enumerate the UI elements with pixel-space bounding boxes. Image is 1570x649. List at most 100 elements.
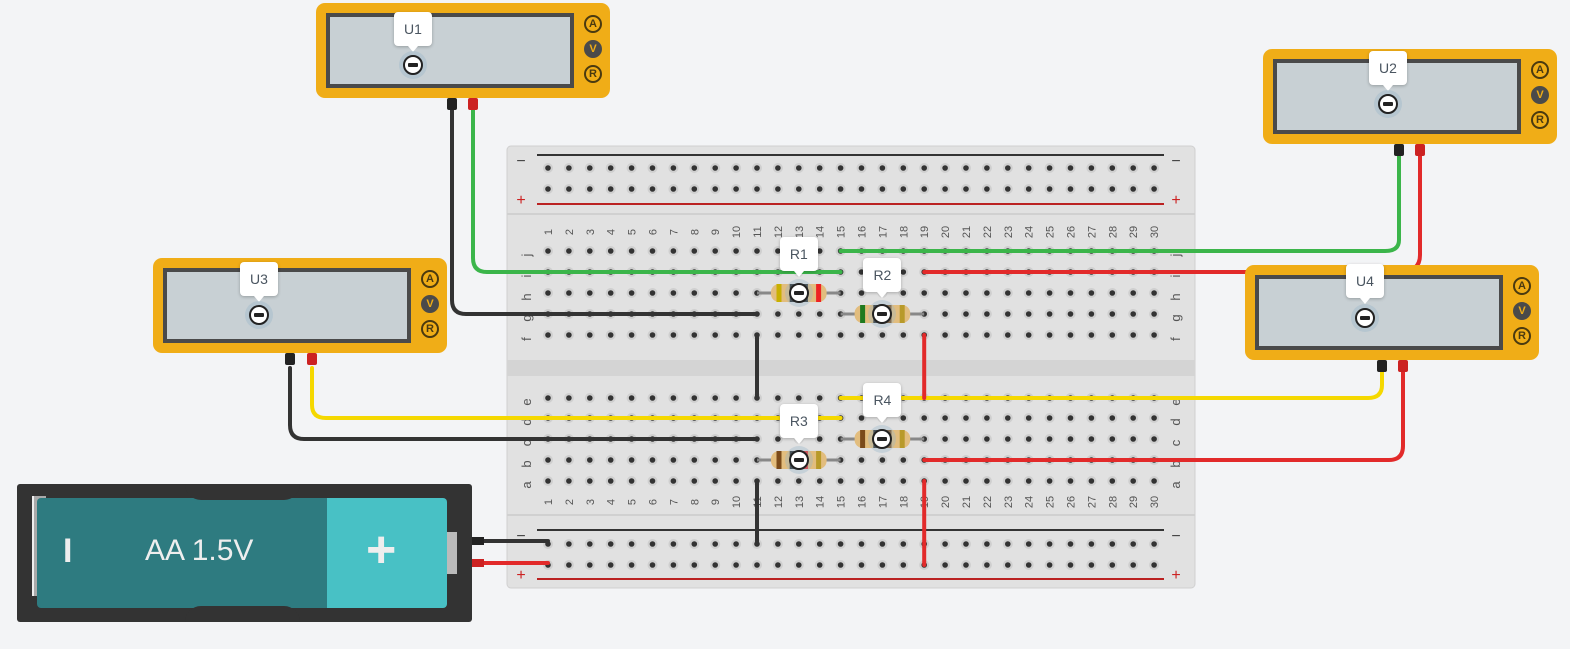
hole-center[interactable]: [545, 478, 551, 484]
hole-center[interactable]: [545, 395, 551, 401]
hole-center[interactable]: [587, 457, 593, 463]
hole-center[interactable]: [837, 186, 844, 192]
hole-center[interactable]: [1088, 290, 1095, 296]
hole-center[interactable]: [649, 478, 656, 484]
battery-holder[interactable]: I AA 1.5V +: [17, 484, 472, 622]
resistor-r4-knob-icon[interactable]: [872, 429, 893, 449]
hole-center[interactable]: [670, 186, 677, 192]
hole-center[interactable]: [712, 541, 718, 547]
hole-center[interactable]: [921, 165, 927, 171]
hole-center[interactable]: [649, 457, 656, 463]
hole-center[interactable]: [1109, 311, 1116, 317]
hole-center[interactable]: [628, 186, 635, 192]
hole-center[interactable]: [1109, 332, 1116, 338]
hole-center[interactable]: [816, 186, 823, 192]
hole-center[interactable]: [587, 332, 593, 338]
hole-center[interactable]: [691, 457, 698, 463]
hole-center[interactable]: [1067, 332, 1074, 338]
ohmmeter-mode-button[interactable]: R: [1531, 111, 1549, 129]
hole-center[interactable]: [858, 478, 865, 484]
hole-center[interactable]: [566, 248, 572, 254]
hole-center[interactable]: [1151, 311, 1157, 317]
hole-center[interactable]: [984, 415, 990, 421]
hole-center[interactable]: [1130, 311, 1136, 317]
hole-center[interactable]: [858, 457, 865, 463]
hole-center[interactable]: [607, 248, 614, 254]
hole-center[interactable]: [1046, 541, 1053, 547]
hole-center[interactable]: [1046, 436, 1053, 442]
hole-center[interactable]: [649, 541, 656, 547]
ohmmeter-mode-button[interactable]: R: [584, 65, 602, 83]
hole-center[interactable]: [566, 562, 572, 568]
hole-center[interactable]: [1151, 165, 1157, 171]
hole-center[interactable]: [607, 395, 614, 401]
hole-center[interactable]: [1088, 415, 1095, 421]
hole-center[interactable]: [963, 562, 969, 568]
multimeter-u3[interactable]: A V R: [153, 258, 447, 353]
hole-center[interactable]: [1151, 415, 1157, 421]
hole-center[interactable]: [712, 248, 718, 254]
hole-center[interactable]: [1109, 478, 1116, 484]
hole-center[interactable]: [775, 311, 781, 317]
voltmeter-mode-button[interactable]: V: [1513, 302, 1531, 320]
resistor-r2-knob-icon[interactable]: [872, 304, 893, 324]
hole-center[interactable]: [607, 457, 614, 463]
hole-center[interactable]: [712, 562, 718, 568]
hole-center[interactable]: [607, 186, 614, 192]
hole-center[interactable]: [587, 248, 593, 254]
hole-center[interactable]: [1151, 290, 1157, 296]
hole-center[interactable]: [1025, 332, 1032, 338]
hole-center[interactable]: [712, 290, 718, 296]
hole-center[interactable]: [900, 541, 907, 547]
hole-center[interactable]: [1046, 332, 1053, 338]
hole-center[interactable]: [900, 457, 907, 463]
hole-center[interactable]: [607, 332, 614, 338]
hole-center[interactable]: [1067, 165, 1074, 171]
hole-center[interactable]: [649, 332, 656, 338]
hole-center[interactable]: [816, 311, 823, 317]
hole-center[interactable]: [1025, 478, 1032, 484]
hole-center[interactable]: [1005, 478, 1011, 484]
wire-u4-red[interactable]: [922, 370, 1405, 462]
wire-u1-green[interactable]: [471, 108, 843, 274]
wire-u1-black[interactable]: [450, 108, 759, 316]
hole-center[interactable]: [607, 290, 614, 296]
hole-center[interactable]: [775, 562, 781, 568]
hole-center[interactable]: [900, 165, 907, 171]
hole-center[interactable]: [691, 562, 698, 568]
hole-center[interactable]: [628, 395, 635, 401]
hole-center[interactable]: [1025, 290, 1032, 296]
hole-center[interactable]: [796, 541, 802, 547]
multimeter-u2-dial-icon[interactable]: [1378, 94, 1398, 114]
hole-center[interactable]: [670, 478, 677, 484]
hole-center[interactable]: [1130, 478, 1136, 484]
hole-center[interactable]: [984, 165, 990, 171]
hole-center[interactable]: [649, 165, 656, 171]
hole-center[interactable]: [963, 186, 969, 192]
hole-center[interactable]: [858, 165, 865, 171]
hole-center[interactable]: [816, 248, 823, 254]
hole-center[interactable]: [628, 248, 635, 254]
hole-center[interactable]: [775, 165, 781, 171]
hole-center[interactable]: [858, 541, 865, 547]
hole-center[interactable]: [712, 165, 718, 171]
hole-center[interactable]: [837, 562, 844, 568]
hole-center[interactable]: [545, 165, 551, 171]
hole-center[interactable]: [900, 332, 907, 338]
hole-center[interactable]: [607, 165, 614, 171]
hole-center[interactable]: [796, 186, 802, 192]
hole-center[interactable]: [984, 478, 990, 484]
hole-center[interactable]: [1151, 478, 1157, 484]
hole-center[interactable]: [942, 478, 948, 484]
hole-center[interactable]: [984, 332, 990, 338]
wire-u4-yellow[interactable]: [838, 370, 1384, 400]
hole-center[interactable]: [649, 290, 656, 296]
hole-center[interactable]: [942, 562, 948, 568]
hole-center[interactable]: [1005, 415, 1011, 421]
hole-center[interactable]: [1130, 436, 1136, 442]
hole-center[interactable]: [1151, 436, 1157, 442]
hole-center[interactable]: [1005, 541, 1011, 547]
multimeter-u4-dial-icon[interactable]: [1355, 308, 1375, 328]
hole-center[interactable]: [963, 541, 969, 547]
